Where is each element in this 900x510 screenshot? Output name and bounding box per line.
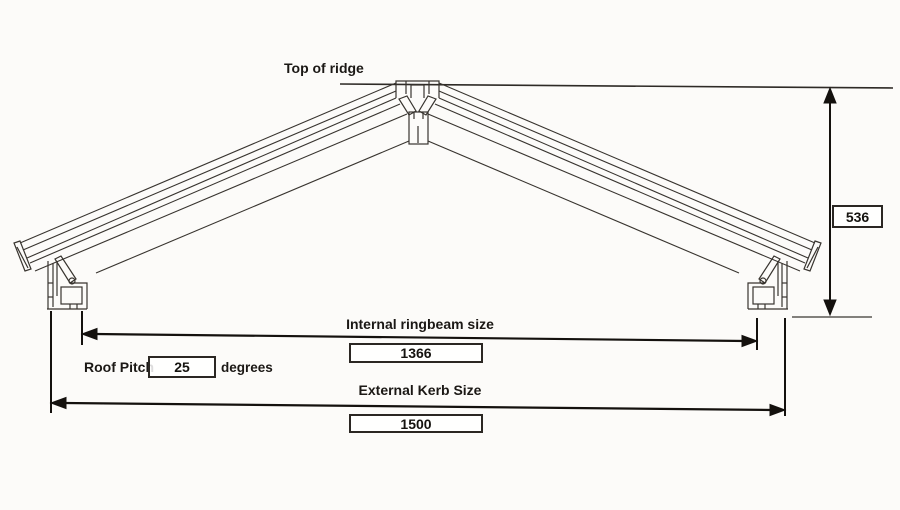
external-kerb-value-box: 1500 [349, 414, 483, 433]
ridge-height-dimension [823, 86, 837, 317]
left-eave-cap [13, 240, 32, 272]
left-roof-slope [19, 82, 410, 274]
right-eave-cap [803, 240, 822, 272]
internal-ringbeam-value-box: 1366 [349, 343, 483, 363]
right-kerb-profile [747, 255, 788, 310]
top-of-ridge-label: Top of ridge [284, 60, 364, 76]
right-roof-slope [427, 82, 816, 274]
internal-ringbeam-label: Internal ringbeam size [346, 316, 494, 332]
internal-ringbeam-value: 1366 [400, 345, 432, 361]
ringbeam-dimension [80, 311, 759, 350]
roof-pitch-value: 25 [174, 359, 190, 375]
left-kerb-profile [47, 255, 88, 310]
top-of-ridge-line [339, 83, 894, 89]
ridge-height-value-box: 536 [832, 205, 883, 228]
roof-pitch-label: Roof Pitch [84, 359, 154, 375]
kerb-dimension [49, 311, 787, 417]
external-kerb-label: External Kerb Size [358, 382, 482, 398]
ridge-height-value: 536 [845, 208, 870, 225]
external-kerb-value: 1500 [400, 415, 432, 432]
roof-pitch-value-box: 25 [148, 356, 216, 378]
roof-pitch-unit-label: degrees [221, 360, 273, 375]
ridge-assembly [395, 80, 440, 145]
